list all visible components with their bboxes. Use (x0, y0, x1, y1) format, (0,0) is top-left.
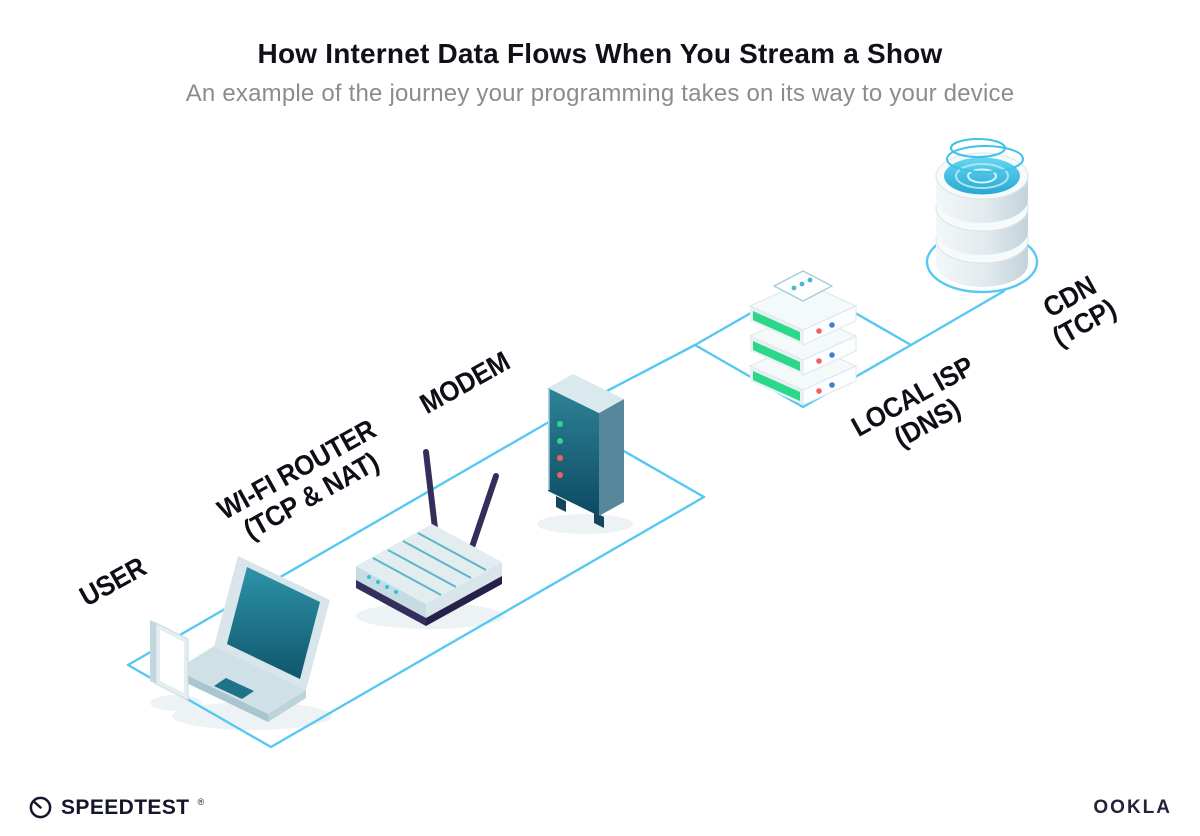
speedometer-gauge-icon (29, 796, 52, 819)
router-side-right (426, 562, 502, 618)
wifi-router-icon (356, 449, 502, 626)
ookla-wordmark: OOKLA (1093, 796, 1172, 818)
server-led-bar (753, 311, 800, 341)
server-led-blue (829, 322, 835, 328)
laptop-screen (227, 567, 320, 679)
laptop-icon (176, 556, 330, 722)
server-led-bar (753, 341, 800, 371)
router-top (356, 524, 502, 604)
speedtest-wordmark: SPEEDTEST (61, 795, 190, 819)
laptop-deck (176, 646, 306, 714)
modem-foot (556, 496, 566, 512)
modem-front (548, 388, 599, 516)
database-rings (946, 138, 1024, 173)
speedtest-logo: SPEEDTEST ® (28, 795, 204, 820)
router-side-left (356, 566, 426, 618)
modem-top (548, 374, 624, 413)
connection-line-isp-cdn (909, 289, 1006, 347)
smartphone-icon (150, 620, 189, 701)
ookla-logo: OOKLA (1093, 797, 1172, 819)
server-led-bar (753, 371, 800, 401)
smartphone-screen (160, 630, 184, 693)
page-subtitle: An example of the journey your programmi… (185, 80, 1015, 107)
device-shadows (150, 514, 633, 730)
server-stack-icon (748, 270, 858, 406)
database-cylinder-icon (935, 138, 1029, 287)
server-panel-dots (791, 277, 813, 291)
server-led-red (816, 358, 822, 364)
footer: SPEEDTEST ® OOKLA (0, 795, 1200, 820)
modem-side (599, 399, 624, 516)
smartphone-side (150, 620, 156, 684)
router-base-left (356, 579, 426, 626)
router-ridges (372, 532, 487, 596)
server-led-blue (829, 352, 835, 358)
laptop-deck-edge-right (268, 690, 306, 722)
modem-leds (557, 421, 563, 478)
registered-trademark: ® (197, 797, 205, 807)
page-title: How Internet Data Flows When You Stream … (257, 38, 943, 69)
server-led-blue (829, 382, 835, 388)
router-leds (367, 575, 398, 594)
laptop-deck-edge (176, 670, 268, 722)
server-led-red (816, 328, 822, 334)
modem-tower-icon (547, 374, 624, 528)
server-led-red (816, 388, 822, 394)
modem-foot (594, 512, 604, 528)
router-antenna-right (466, 473, 499, 559)
laptop-trackpad (214, 678, 254, 699)
header: How Internet Data Flows When You Stream … (0, 38, 1200, 108)
connection-loop-user-modem (126, 413, 706, 749)
router-base-right (426, 575, 502, 626)
